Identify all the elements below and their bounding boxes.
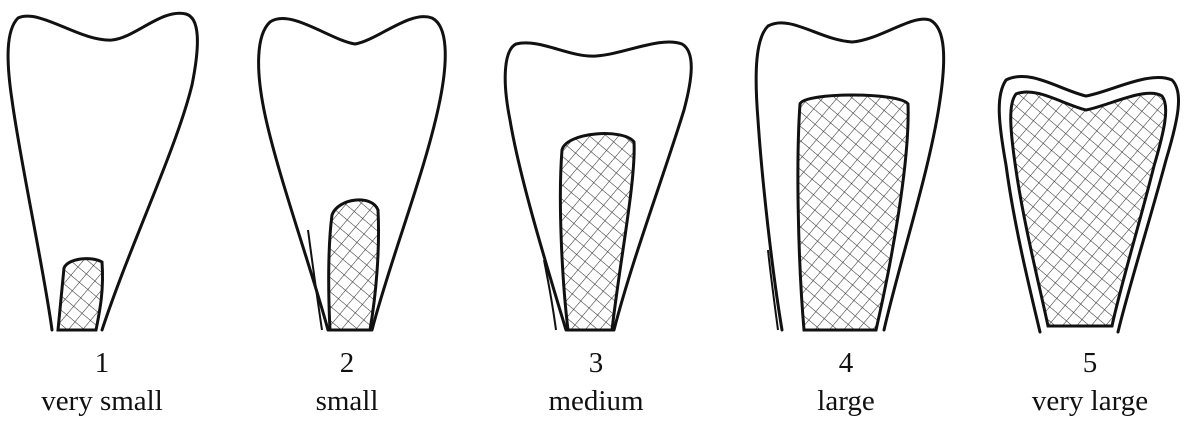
- stage-1-caption: 1 very small: [2, 344, 202, 420]
- stage-2-caption: 2 small: [247, 344, 447, 420]
- stage-4-caption: 4 large: [746, 344, 946, 420]
- stage-5-caption: 5 very large: [990, 344, 1185, 420]
- tooth-5-core: [1011, 92, 1166, 326]
- tooth-2-core: [329, 200, 379, 330]
- stage-5-label: very large: [990, 382, 1185, 420]
- stage-5-number: 5: [990, 344, 1185, 382]
- tooth-5-drawing: [999, 76, 1178, 332]
- tooth-1-core: [58, 259, 103, 330]
- stage-3-label: medium: [496, 382, 696, 420]
- stage-2-label: small: [247, 382, 447, 420]
- tooth-1-drawing: [8, 13, 197, 330]
- tooth-4-drawing: [756, 19, 944, 330]
- stage-1-number: 1: [2, 344, 202, 382]
- tooth-2-drawing: [259, 17, 446, 330]
- stage-3-caption: 3 medium: [496, 344, 696, 420]
- tooth-2-pulp-line: [308, 230, 322, 330]
- tooth-3-drawing: [505, 42, 691, 330]
- stage-1-label: very small: [2, 382, 202, 420]
- stage-3-number: 3: [496, 344, 696, 382]
- stage-2-number: 2: [247, 344, 447, 382]
- stage-4-label: large: [746, 382, 946, 420]
- stage-4-number: 4: [746, 344, 946, 382]
